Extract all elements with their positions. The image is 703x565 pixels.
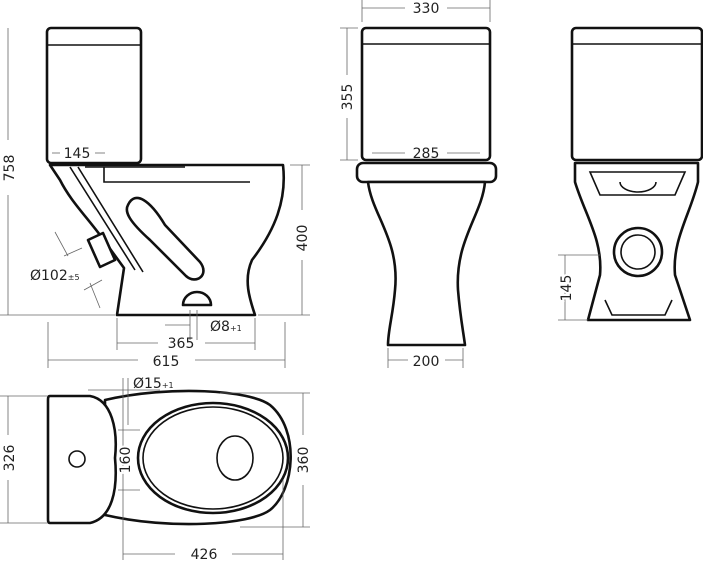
front-tank xyxy=(360,26,492,162)
dim-426: 426 xyxy=(191,547,218,563)
dim-mount-hole: Ø8+1 xyxy=(210,319,242,335)
dim-160: 160 xyxy=(118,447,134,474)
dim-285: 285 xyxy=(413,146,440,162)
dim-355: 355 xyxy=(340,84,356,111)
side-tank xyxy=(45,26,143,165)
dim-365: 365 xyxy=(168,336,195,352)
mount-bolt xyxy=(181,290,213,307)
top-seat xyxy=(136,401,290,515)
rear-view: 145 xyxy=(557,26,703,322)
front-seat xyxy=(355,161,498,184)
dim-615: 615 xyxy=(153,354,180,370)
dim-326: 326 xyxy=(2,445,18,472)
dim-145-rear: 145 xyxy=(559,275,575,302)
dim-330: 330 xyxy=(413,1,440,17)
side-trap xyxy=(125,196,205,281)
front-pedestal xyxy=(366,180,487,347)
dim-200: 200 xyxy=(413,354,440,370)
side-view: 758 145 400 Ø102±5 Ø8+1 365 615 xyxy=(0,26,311,370)
top-view: Ø15+1 160 326 360 426 xyxy=(0,376,312,563)
dim-145-side: 145 xyxy=(64,146,91,162)
dim-758: 758 xyxy=(2,155,18,182)
dim-fixing-hole: Ø15+1 xyxy=(133,376,174,392)
dim-360: 360 xyxy=(296,447,312,474)
dim-outlet-diameter: Ø102±5 xyxy=(30,268,80,284)
front-view: 330 355 285 200 xyxy=(340,0,498,370)
rear-tank xyxy=(570,26,703,162)
dim-400: 400 xyxy=(295,225,311,252)
top-tank xyxy=(46,394,117,525)
outlet-pipe xyxy=(86,231,117,269)
